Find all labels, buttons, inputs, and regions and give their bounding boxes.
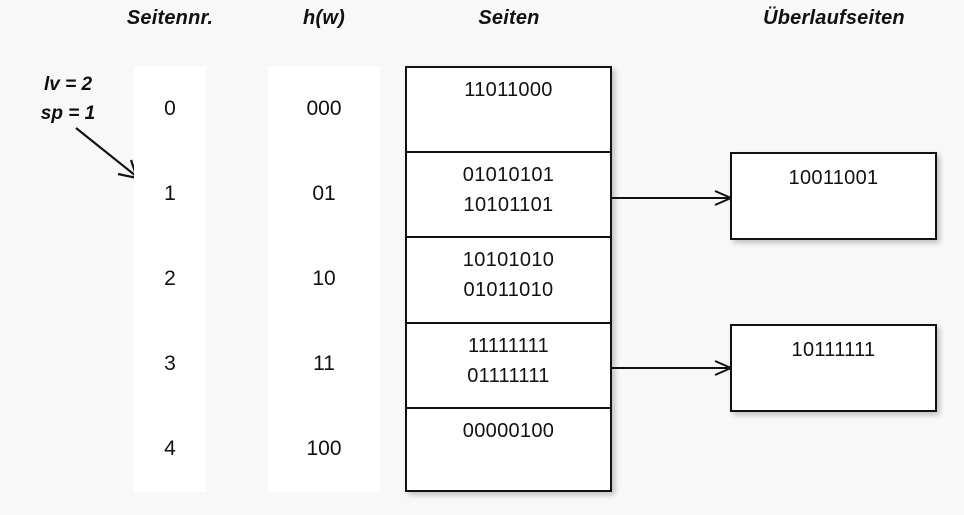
page-number-cell: 3	[164, 352, 176, 375]
column-header-hash-function: h(w)	[303, 7, 345, 29]
page-bucket: 11011000	[407, 68, 610, 154]
overflow-arrow-icon	[610, 360, 734, 376]
page-number-cell: 2	[164, 267, 176, 290]
hash-value-column: 000 01 10 11 100	[268, 66, 380, 492]
parameter-sp: sp = 1	[40, 103, 96, 124]
page-bucket: 00000100	[407, 409, 610, 494]
page-entry: 00000100	[462, 419, 555, 442]
column-header-page-number: Seitennr.	[126, 7, 214, 29]
hash-value-cell: 10	[312, 267, 336, 290]
page-entry: 01011010	[463, 279, 554, 302]
hash-value-cell: 100	[306, 437, 342, 460]
page-number-cell: 0	[164, 97, 176, 120]
page-entry: 01010101	[462, 164, 555, 187]
column-header-pages: Seiten	[478, 7, 540, 29]
page-entry: 11111111	[468, 334, 549, 357]
page-bucket: 10101010 01011010	[407, 238, 610, 324]
page-number-cell: 1	[164, 182, 176, 205]
hash-value-cell: 000	[306, 97, 342, 120]
overflow-page-entry: 10011001	[788, 167, 879, 189]
overflow-page-entry: 10111111	[791, 339, 876, 361]
page-bucket: 11111111 01111111	[407, 324, 610, 409]
overflow-page: 10011001	[730, 152, 937, 240]
hash-value-cell: 11	[313, 352, 335, 375]
pages-table: 11011000 01010101 10101101 10101010 0101…	[405, 66, 612, 492]
page-number-cell: 4	[164, 437, 176, 460]
page-entry: 11011000	[464, 79, 553, 101]
overflow-page: 10111111	[730, 324, 937, 412]
overflow-arrow-icon	[610, 190, 734, 206]
page-entry: 01111111	[467, 364, 550, 387]
parameter-lv: lv = 2	[43, 74, 93, 95]
hash-value-cell: 01	[312, 182, 336, 205]
page-entry: 10101010	[462, 249, 555, 272]
parameter-block: lv = 2 sp = 1	[12, 70, 124, 128]
column-header-overflow-pages: Überlaufseiten	[763, 7, 905, 29]
page-number-column: 0 1 2 3 4	[134, 66, 206, 492]
page-bucket: 01010101 10101101	[407, 153, 610, 239]
page-entry: 10101101	[463, 194, 554, 217]
